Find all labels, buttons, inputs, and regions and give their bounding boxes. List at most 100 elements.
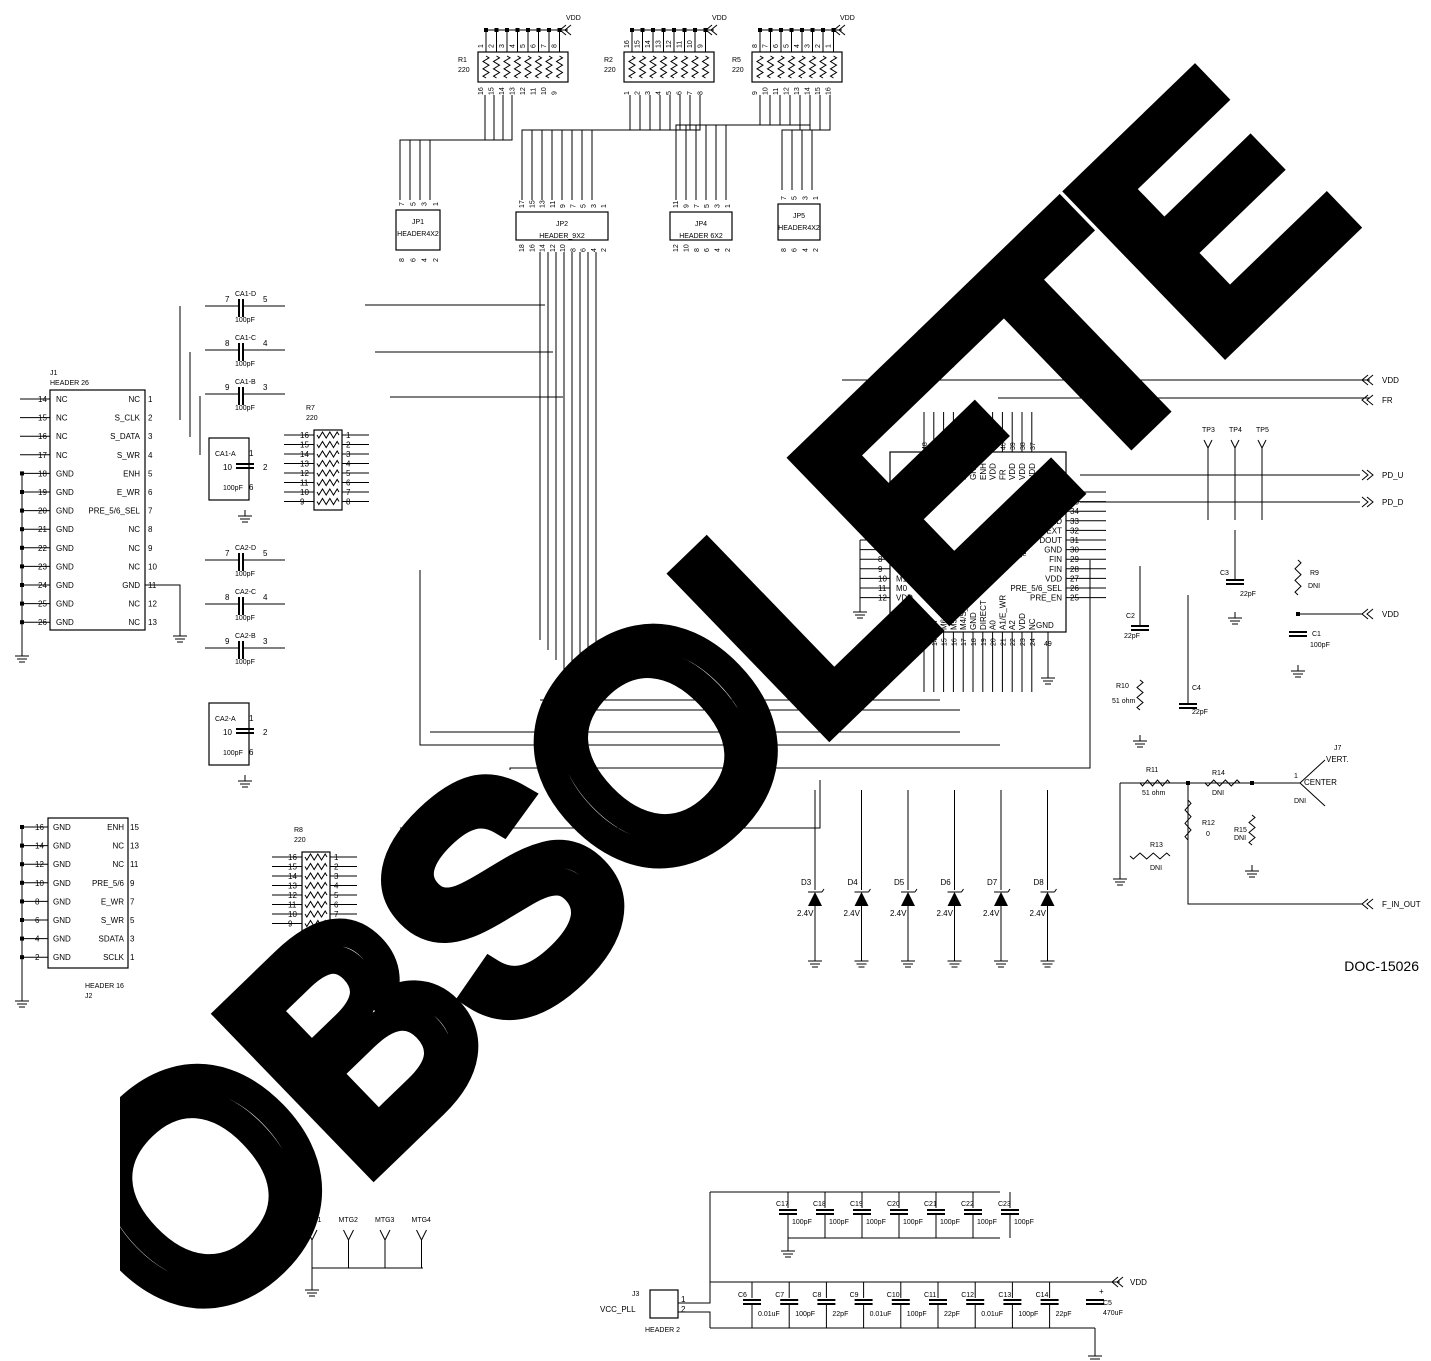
pin-number: 15 bbox=[815, 87, 822, 95]
resistor-zigzag bbox=[1139, 779, 1171, 787]
zener-bar bbox=[947, 888, 964, 893]
cap-value: 100pF bbox=[235, 361, 255, 368]
pin-number: 15 bbox=[130, 823, 139, 832]
test-point-ref: TP4 bbox=[1229, 427, 1242, 434]
pin-number: 9 bbox=[560, 204, 567, 208]
wire bbox=[781, 95, 801, 190]
resistor-zigzag bbox=[304, 862, 328, 871]
pin-number: 10 bbox=[300, 488, 309, 497]
port-label: F_IN_OUT bbox=[1382, 900, 1421, 909]
resistor-pack-r1 bbox=[477, 51, 569, 83]
connector-type: HEADER 2 bbox=[645, 1327, 680, 1334]
pin-number: 16 bbox=[529, 244, 536, 252]
cap-ref: C7 bbox=[775, 1292, 784, 1299]
resistor-ref: R5 bbox=[732, 57, 741, 64]
j1-ground bbox=[15, 650, 29, 663]
pin-name: VDD bbox=[896, 488, 913, 497]
pin-name: VDD bbox=[1008, 463, 1017, 480]
cap-value: 100pF bbox=[903, 1219, 923, 1226]
pin-number: 12 bbox=[878, 594, 887, 603]
pin-number: 4 bbox=[334, 882, 339, 891]
cap-ref: CA2-D bbox=[235, 545, 256, 552]
pin-name: GND bbox=[53, 842, 71, 851]
pin-name: VDD bbox=[1045, 507, 1062, 516]
zener-bar bbox=[994, 888, 1011, 893]
pin-number: 41 bbox=[991, 442, 998, 450]
wire bbox=[521, 95, 631, 200]
doc-number: DOC-15026 bbox=[1344, 958, 1419, 974]
polarity-mark: + bbox=[1099, 1287, 1104, 1296]
pin-number: 29 bbox=[1070, 555, 1079, 564]
pin-number: 4 bbox=[263, 339, 268, 348]
pin-name: R0 bbox=[930, 469, 939, 480]
pin-number: 1 bbox=[601, 204, 608, 208]
mounting-symbol bbox=[306, 1229, 318, 1242]
pin-number: 4 bbox=[794, 44, 801, 48]
pin-number: 2 bbox=[681, 1305, 686, 1314]
cap-value: 22pF bbox=[832, 1311, 848, 1318]
pin-name: NC bbox=[112, 842, 124, 851]
pin-number: 7 bbox=[225, 295, 230, 304]
pin-number: 23 bbox=[1020, 638, 1027, 646]
mounting-ref: MTG2 bbox=[339, 1217, 359, 1224]
jumper-ref: JP1 bbox=[412, 219, 424, 226]
wire bbox=[419, 570, 1000, 746]
pin-name: GND bbox=[53, 935, 71, 944]
pin-number: 6 bbox=[410, 258, 417, 262]
pin-number: 6 bbox=[704, 248, 711, 252]
pin-number: 14 bbox=[645, 40, 652, 48]
pin-number: 8 bbox=[148, 525, 153, 534]
pin-number: 7 bbox=[399, 202, 406, 206]
wire bbox=[801, 95, 821, 190]
pin-number: 6 bbox=[581, 248, 588, 252]
pin-number: 8 bbox=[346, 498, 351, 507]
pin-number: 11 bbox=[878, 584, 887, 593]
resistor-zigzag bbox=[304, 853, 328, 861]
pin-number: 11 bbox=[148, 581, 157, 590]
pin-number: 24 bbox=[1030, 638, 1037, 646]
pin-number: 3 bbox=[878, 507, 883, 516]
passive-value: 51 ohm bbox=[1142, 790, 1166, 797]
zener-diode bbox=[808, 892, 822, 906]
pin-name: GND bbox=[56, 488, 74, 497]
vdd-label: VDD bbox=[840, 15, 855, 22]
pin-number: 5 bbox=[704, 204, 711, 208]
pin-number: 13 bbox=[130, 842, 139, 851]
pin-number: 42 bbox=[981, 442, 988, 450]
passive-value: DNI bbox=[1212, 790, 1224, 797]
pin-number: 12 bbox=[148, 600, 157, 609]
pin-number: 4 bbox=[656, 91, 663, 95]
resistor-zigzag bbox=[798, 55, 806, 79]
cap-ref: C18 bbox=[813, 1201, 826, 1208]
connector-ref: J3 bbox=[632, 1291, 640, 1298]
cap-value: 100pF bbox=[223, 750, 243, 757]
zener-diode bbox=[854, 892, 869, 906]
pin-number: 21 bbox=[1000, 638, 1007, 646]
pin-number: 8 bbox=[878, 555, 883, 564]
cap-ref: C19 bbox=[850, 1201, 863, 1208]
diode-ref: D4 bbox=[848, 878, 859, 887]
pin-number: 25 bbox=[38, 600, 47, 609]
port-chevron bbox=[559, 24, 572, 36]
pin-name: R3 bbox=[959, 469, 968, 480]
pin-number: 14 bbox=[300, 450, 309, 459]
pin-name: GND bbox=[53, 953, 71, 962]
pin-name: R4 bbox=[896, 498, 907, 507]
vdd-label: VDD bbox=[712, 15, 727, 22]
resistor-zigzag bbox=[316, 488, 340, 496]
ground-symbol bbox=[1291, 665, 1305, 678]
passive-value: 100pF bbox=[1310, 642, 1330, 649]
pin-name: PRE_5/6 bbox=[92, 879, 125, 888]
pin-number: 6 bbox=[792, 248, 799, 252]
resistor-zigzag bbox=[628, 55, 636, 79]
pin-name: NC bbox=[56, 432, 68, 441]
resistor-zigzag bbox=[808, 55, 817, 79]
pin-name: M4/S_WR bbox=[959, 593, 968, 630]
pin-number: 6 bbox=[531, 44, 538, 48]
resistor-zigzag bbox=[701, 55, 710, 79]
passive-ref: C2 bbox=[1126, 613, 1135, 620]
pin-number: 15 bbox=[635, 40, 642, 48]
pin-number: 3 bbox=[130, 935, 135, 944]
pin-number: 27 bbox=[1070, 574, 1079, 583]
pin-number: 2 bbox=[346, 441, 351, 450]
